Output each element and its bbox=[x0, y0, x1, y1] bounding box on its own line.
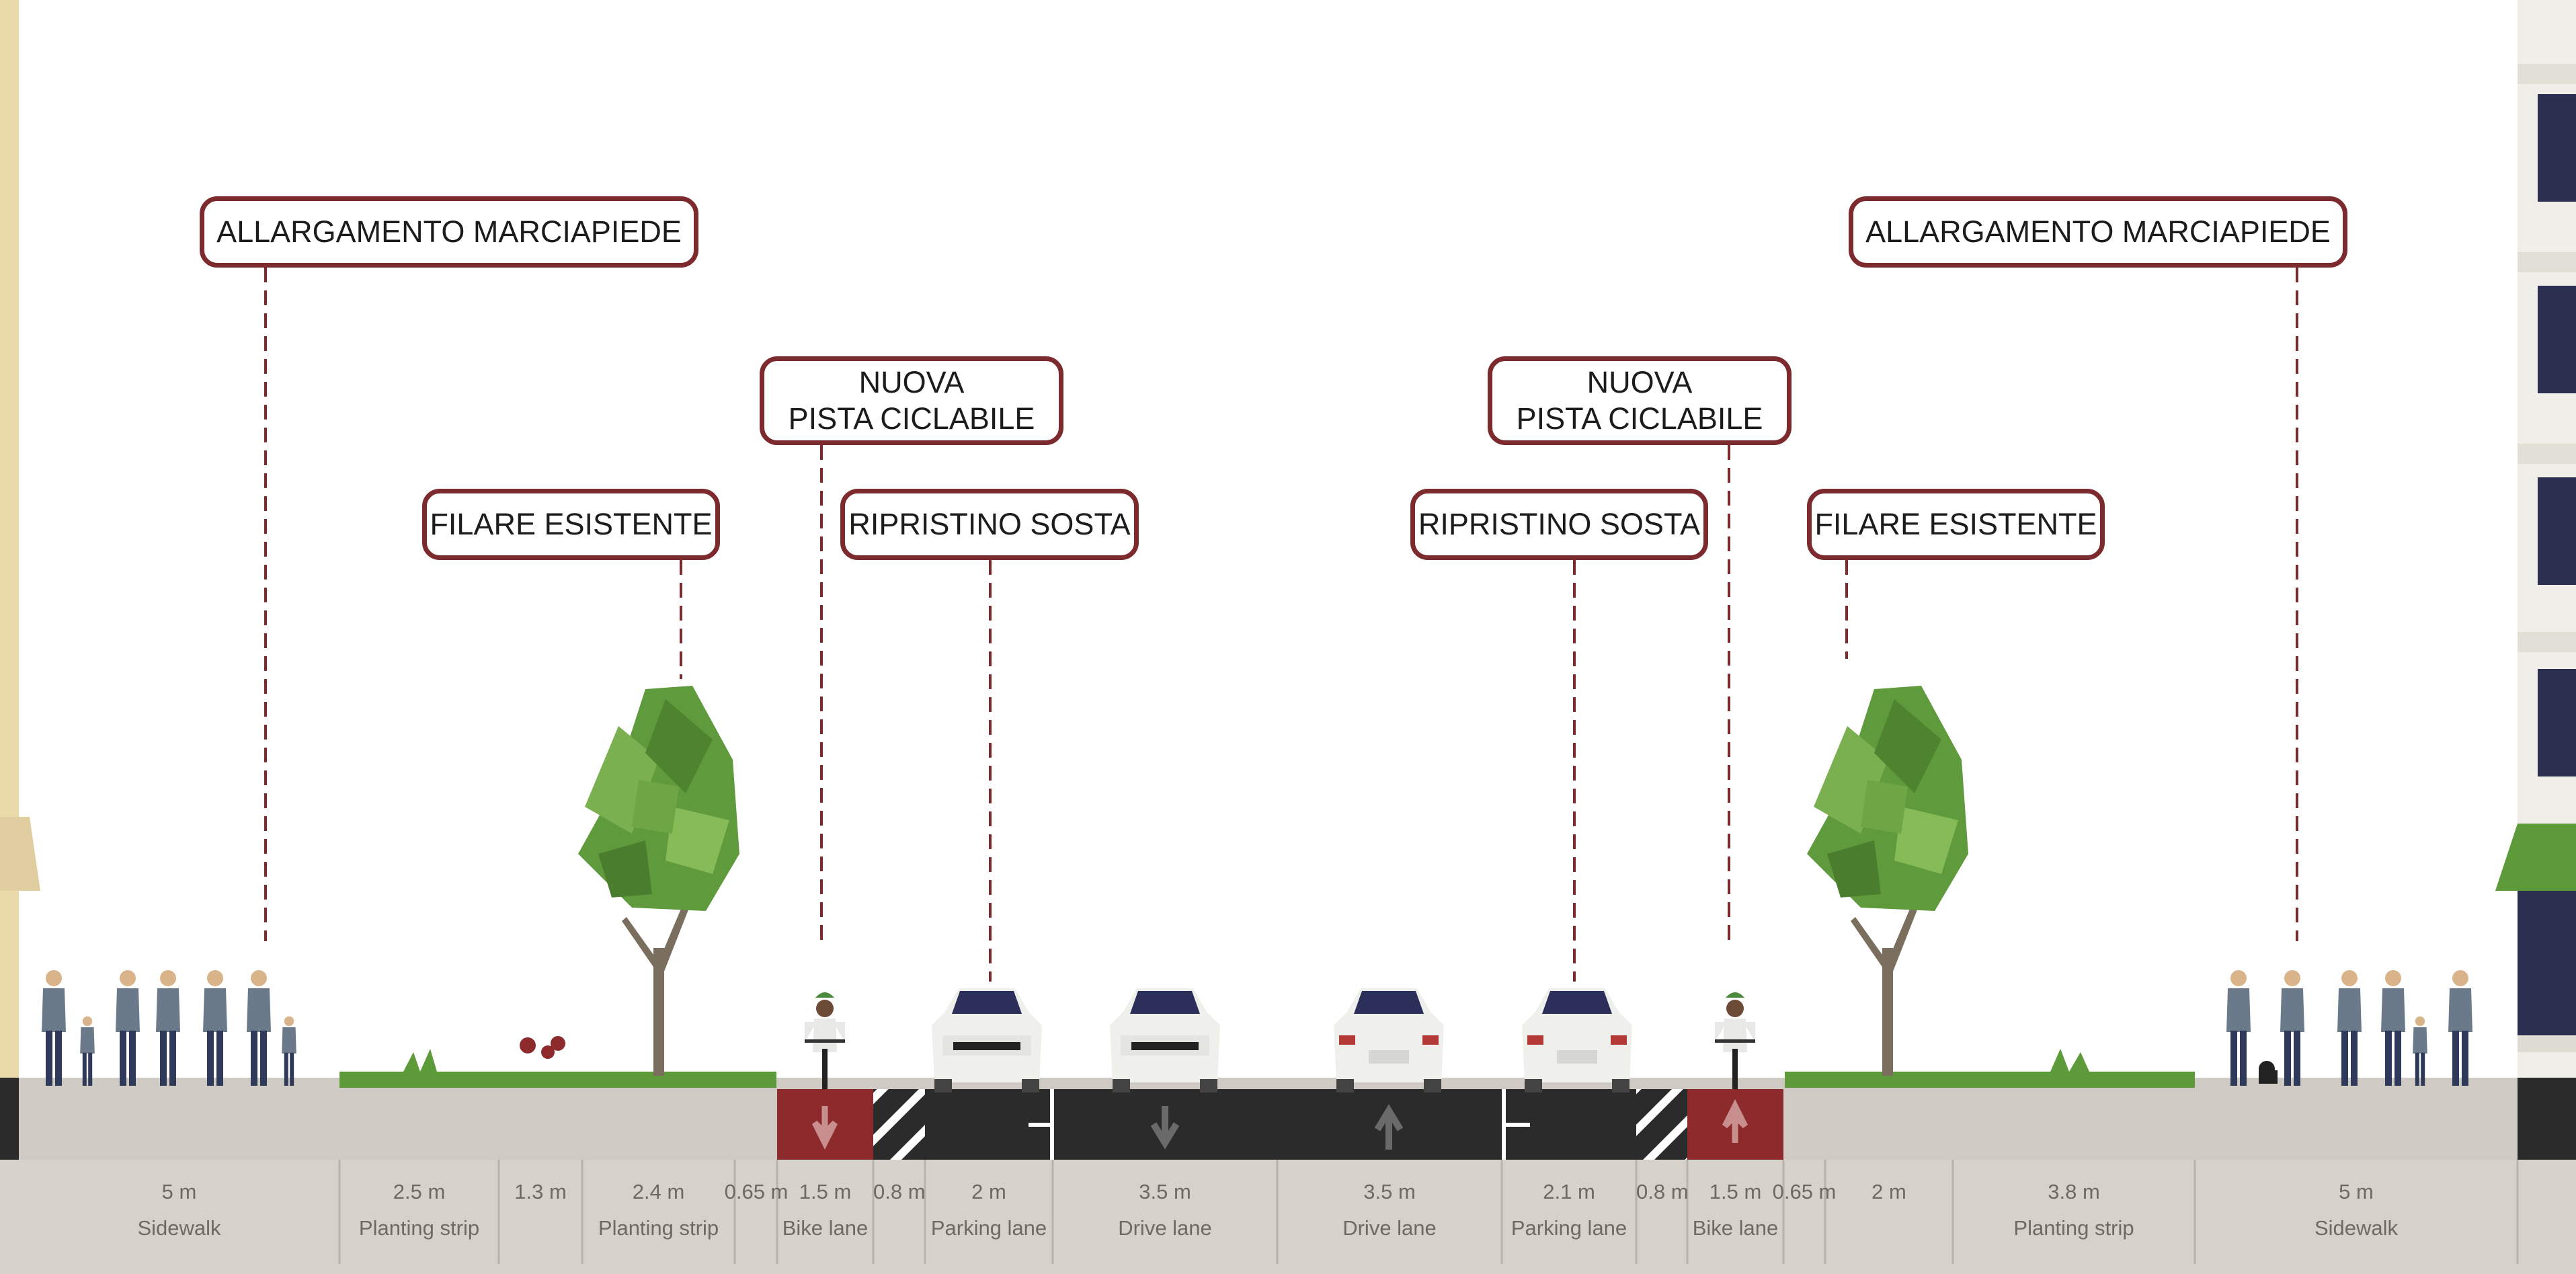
segment-name: Planting strip bbox=[598, 1216, 719, 1240]
segment-width: 2.1 m bbox=[1543, 1180, 1595, 1203]
callout-allargamento-marciapiede-right: ALLARGAMENTO MARCIAPIEDE bbox=[1849, 196, 2347, 268]
segment-buffer-right: 0.8 m bbox=[1636, 1160, 1689, 1274]
segment-planting-strip-1: 2.5 m Planting strip bbox=[339, 1160, 499, 1274]
callout-nuova-pista-ciclabile-left: NUOVA PISTA CICLABILE bbox=[760, 356, 1063, 445]
callout-allargamento-marciapiede-left: ALLARGAMENTO MARCIAPIEDE bbox=[200, 196, 698, 268]
segment-width: 0.8 m bbox=[873, 1180, 926, 1203]
segment-width: 2.4 m bbox=[632, 1180, 685, 1203]
callout-line: RIPRISTINO SOSTA bbox=[848, 507, 1131, 541]
segment-width: 0.65 m bbox=[724, 1180, 789, 1203]
segment-name: Sidewalk bbox=[2314, 1216, 2399, 1240]
segment-width: 3.5 m bbox=[1139, 1180, 1191, 1203]
segment-drive-lane-2: 3.5 m Drive lane bbox=[1277, 1160, 1502, 1274]
callout-filare-esistente-left: FILARE ESISTENTE bbox=[422, 489, 720, 560]
segment-name: Bike lane bbox=[1692, 1216, 1779, 1240]
segment-buffer-left: 0.8 m bbox=[873, 1160, 926, 1274]
segment-parking-lane-left: 2 m Parking lane bbox=[925, 1160, 1053, 1274]
segment-planting-strip-3: 3.8 m Planting strip bbox=[1953, 1160, 2195, 1274]
segment-width: 2 m bbox=[1871, 1180, 1906, 1203]
segment-sidewalk-left: 5 m Sidewalk bbox=[19, 1160, 339, 1274]
segment-sidewalk-right: 5 m Sidewalk bbox=[2195, 1160, 2518, 1274]
segment-name: Drive lane bbox=[1342, 1216, 1437, 1240]
segment-name: Parking lane bbox=[1511, 1216, 1627, 1240]
segment-name: Parking lane bbox=[930, 1216, 1047, 1240]
segment-name: Planting strip bbox=[358, 1216, 480, 1240]
segment-width: 3.5 m bbox=[1363, 1180, 1416, 1203]
segment-name: Planting strip bbox=[2013, 1216, 2134, 1240]
segment-bike-lane-left: 1.5 m Bike lane bbox=[777, 1160, 873, 1274]
segment-width: 2.5 m bbox=[393, 1180, 446, 1203]
segment-unnamed-4: 2 m bbox=[1825, 1160, 1953, 1274]
callout-line: ALLARGAMENTO MARCIAPIEDE bbox=[1865, 214, 2331, 249]
callout-nuova-pista-ciclabile-right: NUOVA PISTA CICLABILE bbox=[1488, 356, 1792, 445]
callout-line: PISTA CICLABILE bbox=[788, 401, 1035, 436]
segment-unnamed-1: 1.3 m bbox=[499, 1160, 582, 1274]
segment-width: 5 m bbox=[161, 1180, 197, 1203]
callout-ripristino-sosta-left: RIPRISTINO SOSTA bbox=[840, 489, 1139, 560]
callout-line: ALLARGAMENTO MARCIAPIEDE bbox=[216, 214, 682, 249]
segment-width: 1.3 m bbox=[514, 1180, 567, 1203]
segment-planting-strip-2: 2.4 m Planting strip bbox=[582, 1160, 735, 1274]
callout-line: PISTA CICLABILE bbox=[1516, 401, 1763, 436]
segment-parking-lane-right: 2.1 m Parking lane bbox=[1502, 1160, 1636, 1274]
callout-filare-esistente-right: FILARE ESISTENTE bbox=[1807, 489, 2105, 560]
callout-line: NUOVA bbox=[1586, 365, 1693, 399]
callout-line: NUOVA bbox=[858, 365, 965, 399]
segment-name: Bike lane bbox=[782, 1216, 869, 1240]
callout-line: FILARE ESISTENTE bbox=[1814, 507, 2097, 541]
segment-name: Sidewalk bbox=[137, 1216, 221, 1240]
callout-line: RIPRISTINO SOSTA bbox=[1418, 507, 1701, 541]
segment-unnamed-2: 0.65 m bbox=[718, 1160, 795, 1274]
segment-width: 1.5 m bbox=[1709, 1180, 1762, 1203]
segment-width: 3.8 m bbox=[2048, 1180, 2100, 1203]
callout-ripristino-sosta-right: RIPRISTINO SOSTA bbox=[1410, 489, 1708, 560]
segment-name: Drive lane bbox=[1118, 1216, 1212, 1240]
segment-unnamed-3: 0.65 m bbox=[1766, 1160, 1843, 1274]
callout-line: FILARE ESISTENTE bbox=[430, 507, 713, 541]
segment-width: 0.65 m bbox=[1772, 1180, 1837, 1203]
segment-drive-lane-1: 3.5 m Drive lane bbox=[1053, 1160, 1277, 1274]
segment-width: 5 m bbox=[2339, 1180, 2374, 1203]
segment-width: 0.8 m bbox=[1636, 1180, 1689, 1203]
segment-width: 1.5 m bbox=[799, 1180, 852, 1203]
segment-width: 2 m bbox=[971, 1180, 1006, 1203]
segment-bike-lane-right: 1.5 m Bike lane bbox=[1687, 1160, 1783, 1274]
